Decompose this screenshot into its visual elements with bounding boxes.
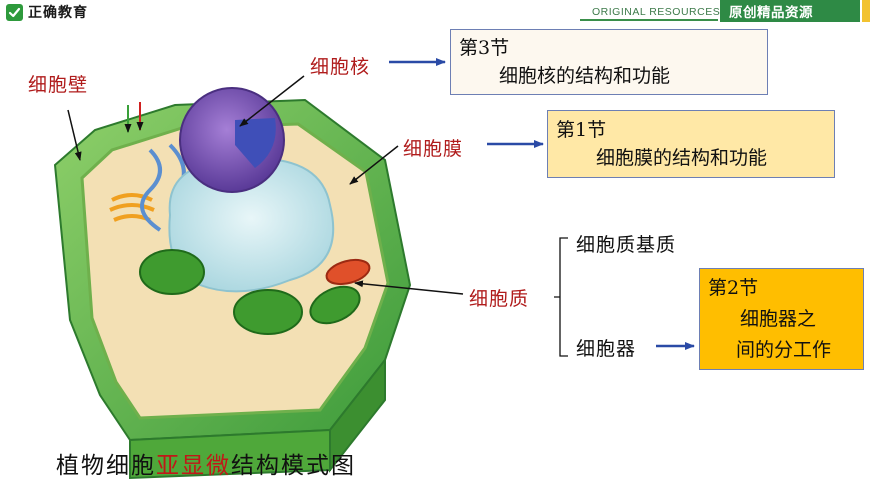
nucleus <box>179 87 285 193</box>
label-cell-wall: 细胞壁 <box>28 74 89 96</box>
section-title: 第2节 <box>708 277 759 299</box>
tag-accent-strip <box>862 0 870 22</box>
chloroplast <box>309 285 361 325</box>
cytoplasm-bracket <box>554 237 568 357</box>
caption-highlight: 亚显微 <box>156 453 231 479</box>
label-membrane: 细胞膜 <box>403 138 464 160</box>
section-desc-line2: 间的分工作 <box>736 339 832 361</box>
section-desc: 细胞核的结构和功能 <box>499 65 671 87</box>
resource-tag-label: 原创精品资源 <box>729 5 813 21</box>
diagram-caption: 植物细胞亚显微结构模式图 <box>56 446 356 480</box>
label-nucleus: 细胞核 <box>310 56 371 78</box>
caption-part2: 结构模式图 <box>231 453 356 479</box>
pointer-cell-wall <box>67 109 82 161</box>
brand-title: 正确教育 <box>28 5 88 21</box>
mitochondrion <box>325 258 371 286</box>
plant-cell-illustration <box>53 87 412 480</box>
caption-part1: 植物细胞 <box>56 453 156 479</box>
brand-logo: 正确教育 <box>6 2 88 22</box>
pointer-cytoplasm <box>354 280 464 295</box>
header-divider <box>580 19 718 21</box>
label-cytoplasm: 细胞质 <box>469 288 530 310</box>
pointer-membrane <box>349 145 399 185</box>
info-box-membrane: 第1节 细胞膜的结构和功能 <box>547 110 835 178</box>
section-title: 第1节 <box>556 119 607 141</box>
section-desc-line1: 细胞器之 <box>740 308 817 330</box>
check-icon <box>6 3 23 21</box>
chloroplast <box>139 249 205 295</box>
info-box-organelles: 第2节 细胞器之 间的分工作 <box>699 268 864 370</box>
resource-tag: 原创精品资源 <box>720 0 860 22</box>
label-cytoplasm-matrix: 细胞质基质 <box>576 234 677 256</box>
label-organelles: 细胞器 <box>576 338 637 360</box>
section-desc: 细胞膜的结构和功能 <box>596 147 768 169</box>
nucleus-cutaway <box>235 118 276 168</box>
chloroplast <box>233 289 303 335</box>
pointer-nucleus <box>239 75 305 127</box>
resources-text: ORIGINAL RESOURCES <box>592 6 721 18</box>
cell-wall-side <box>329 357 386 473</box>
section-title: 第3节 <box>459 37 510 59</box>
info-box-nucleus: 第3节 细胞核的结构和功能 <box>450 29 768 95</box>
